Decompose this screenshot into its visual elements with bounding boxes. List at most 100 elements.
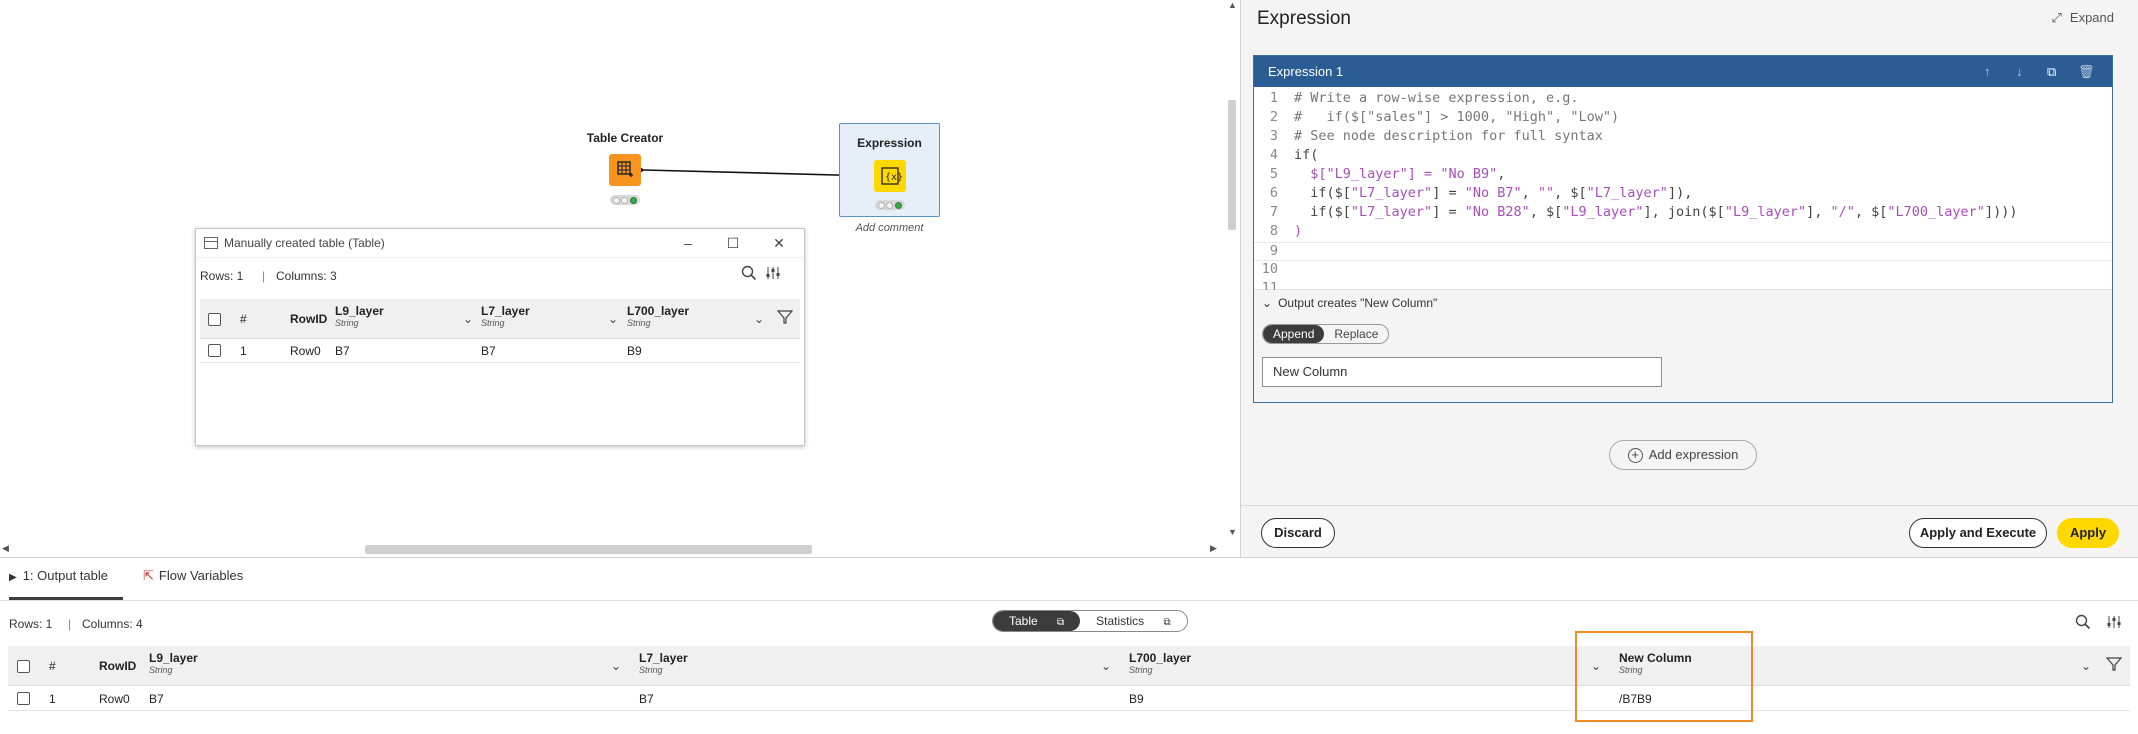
node-label-expression: Expression (857, 136, 922, 150)
row-checkbox[interactable] (208, 344, 221, 357)
minimize-icon[interactable]: – (684, 235, 692, 251)
append-option[interactable]: Append (1263, 325, 1325, 343)
divider (1241, 505, 2138, 506)
select-all-checkbox[interactable] (17, 660, 30, 673)
column-header-rowid[interactable]: RowID (99, 659, 137, 673)
code-line-5: $["L9_layer"] = "No B9", (1294, 166, 1506, 182)
code-editor[interactable]: 1# Write a row-wise expression, e.g. 2# … (1254, 87, 2112, 290)
column-header-index: # (240, 312, 247, 326)
code-line-1: # Write a row-wise expression, e.g. (1294, 90, 1579, 106)
window-title: Manually created table (Table) (224, 236, 385, 250)
table-icon: ⧉ (1057, 617, 1065, 628)
line-number: 4 (1269, 147, 1278, 163)
select-all-checkbox[interactable] (208, 313, 221, 326)
chevron-down-icon[interactable]: ⌄ (2080, 659, 2092, 673)
canvas-vertical-scrollbar[interactable]: ▲ ▼ (1228, 0, 1237, 537)
tab-output-table[interactable]: ▶1: Output table (9, 568, 123, 600)
discard-button[interactable]: Discard (1261, 518, 1335, 548)
column-header-index: # (49, 659, 56, 673)
search-icon[interactable] (2073, 614, 2093, 634)
cell-l9: B7 (149, 692, 164, 706)
chevron-down-icon[interactable]: ⌄ (607, 312, 619, 326)
trash-icon[interactable]: 🗑 (2078, 64, 2095, 79)
expression-editor-card: Expression 1 ↑ ↓ ⧉ 🗑 1 # Write a row-wise… (1253, 55, 2113, 403)
column-header-rowid[interactable]: RowID (290, 312, 328, 326)
window-titlebar[interactable]: Manually created table (Table) (196, 229, 804, 258)
column-header-l9[interactable]: L9_layer String (149, 651, 198, 675)
table-view-window[interactable]: Manually created table (Table) – ☐ ✕ Row… (195, 228, 805, 446)
arrow-up-icon[interactable]: ↑ (1984, 64, 1991, 79)
column-name-input[interactable]: New Column (1262, 357, 1662, 387)
node-label-table-creator: Table Creator (586, 131, 664, 145)
statistics-option[interactable]: Statistics ⧉ (1080, 611, 1187, 631)
code-line-6: if($["L7_layer"] = "No B7", "", $["L7_la… (1294, 185, 1693, 201)
line-number: 10 (1261, 261, 1278, 277)
chevron-down-icon[interactable]: ⌄ (1590, 659, 1602, 673)
filter-icon[interactable] (775, 309, 795, 329)
chevron-down-icon[interactable]: ⌄ (462, 312, 474, 326)
canvas-horizontal-scrollbar[interactable]: ◀ ▶ (2, 543, 1217, 554)
tab-flow-variables[interactable]: ⇱Flow Variables (143, 568, 243, 600)
line-number: 1 (1269, 90, 1278, 106)
expand-button[interactable]: ⤢ Expand (2052, 10, 2115, 26)
chevron-down-icon[interactable]: ⌄ (1100, 659, 1112, 673)
add-expression-button[interactable]: +Add expression (1609, 440, 1757, 470)
node-expression[interactable]: {x} (874, 160, 906, 192)
line-number: 11 (1261, 280, 1278, 290)
plus-circle-icon: + (1627, 448, 1643, 463)
line-number: 8 (1269, 223, 1278, 239)
apply-button[interactable]: Apply (2057, 518, 2119, 548)
workflow-canvas[interactable]: Table Creator Expression {x} Add comment (0, 0, 1240, 557)
settings-icon[interactable] (763, 265, 783, 285)
column-header-l9[interactable]: L9_layer String (335, 304, 384, 328)
expand-label: Expand (2069, 10, 2114, 25)
rows-count: Rows: 1 (200, 269, 244, 283)
row-index: 1 (49, 692, 56, 706)
node-status-traffic-light (610, 195, 640, 205)
table-statistics-toggle[interactable]: Table ⧉ Statistics ⧉ (992, 610, 1188, 632)
expression-header: Expression 1 ↑ ↓ ⧉ 🗑 (1254, 56, 2112, 87)
add-comment-link[interactable]: Add comment (855, 222, 924, 234)
column-header-l7[interactable]: L7_layer String (639, 651, 688, 675)
cell-l7: B7 (481, 344, 496, 358)
cell-l7: B7 (639, 692, 654, 706)
search-icon[interactable] (739, 265, 759, 285)
output-port-view: ▶1: Output table ⇱Flow Variables Rows: 1… (0, 557, 2138, 734)
columns-count: Columns: 3 (276, 269, 337, 283)
row-id: Row0 (290, 344, 321, 358)
panel-title: Expression (1257, 8, 1351, 29)
code-line-2: # if($["sales"] > 1000, "High", "Low") (1294, 109, 1620, 125)
table-row[interactable]: 1 Row0 B7 B7 B9 (200, 339, 800, 363)
filter-icon[interactable] (2104, 656, 2124, 676)
columns-count: Columns: 4 (82, 617, 143, 631)
node-connection[interactable] (643, 169, 875, 177)
arrow-down-icon[interactable]: ↓ (2016, 64, 2023, 79)
output-section-label: Output creates "New Column" (1278, 296, 1438, 310)
copy-icon[interactable]: ⧉ (2047, 64, 2057, 79)
node-table-creator[interactable] (609, 154, 641, 186)
code-line-7: if($["L7_layer"] = "No B28", $["L9_layer… (1294, 204, 2018, 220)
close-icon[interactable]: ✕ (773, 235, 785, 251)
table-header-row: # RowID L9_layer String ⌄ L7_layer Strin… (8, 646, 2130, 686)
column-header-l700[interactable]: L700_layer String (627, 304, 690, 328)
row-checkbox[interactable] (17, 692, 30, 705)
column-header-l7[interactable]: L7_layer String (481, 304, 530, 328)
row-id: Row0 (99, 692, 130, 706)
rows-count: Rows: 1 (9, 617, 53, 631)
table-icon (204, 237, 218, 249)
settings-icon[interactable] (2104, 614, 2124, 634)
code-line-4: if( (1294, 147, 1319, 163)
column-header-l700[interactable]: L700_layer String (1129, 651, 1192, 675)
append-replace-toggle[interactable]: Append Replace (1262, 324, 1390, 344)
expand-icon: ⤢ (2051, 10, 2062, 25)
replace-option[interactable]: Replace (1334, 327, 1379, 341)
chevron-down-icon[interactable]: ⌄ (610, 659, 622, 673)
maximize-icon[interactable]: ☐ (726, 235, 740, 251)
chevron-down-icon[interactable]: ⌄ (753, 312, 765, 326)
column-header-new-column[interactable]: New Column String (1619, 651, 1692, 675)
table-option[interactable]: Table ⧉ (993, 611, 1081, 631)
row-index: 1 (240, 344, 247, 358)
apply-and-execute-button[interactable]: Apply and Execute (1909, 518, 2047, 548)
table-row[interactable]: 1 Row0 B7 B7 B9 /B7B9 (8, 686, 2130, 711)
output-section-toggle[interactable]: ⌄Output creates "New Column" (1262, 296, 1437, 310)
